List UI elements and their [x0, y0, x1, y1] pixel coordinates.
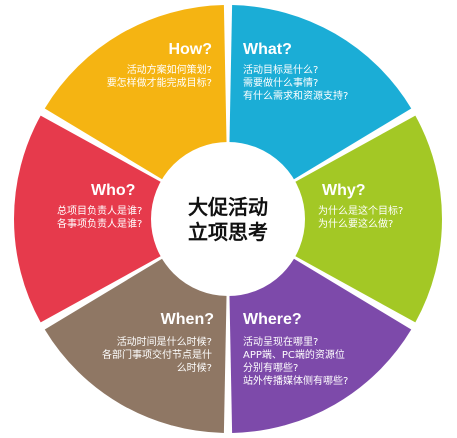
when-line-3: 么时候? [177, 361, 212, 374]
why-title: Why? [322, 182, 366, 199]
center-circle [151, 142, 305, 296]
who-line-1: 总项目负责人是谁? [57, 204, 142, 217]
why-line-2: 为什么要这么做? [318, 217, 393, 230]
how-line-1: 活动方案如何策划? [127, 63, 212, 76]
why-line-1: 为什么是这个目标? [318, 204, 403, 217]
who-title: Who? [91, 182, 135, 199]
how-title: How? [168, 41, 212, 58]
where-title: Where? [243, 311, 302, 328]
where-line-4: 站外传播媒体侧有哪些? [243, 374, 348, 387]
where-line-3: 分别有哪些? [243, 361, 298, 374]
what-line-2: 需要做什么事情? [243, 76, 318, 89]
who-line-2: 各事项负责人是谁? [57, 217, 142, 230]
segment-why [228, 115, 442, 323]
center-title-line2: 立项思考 [188, 220, 268, 244]
when-line-1: 活动时间是什么时候? [117, 335, 212, 348]
when-title: When? [161, 311, 214, 328]
what-line-3: 有什么需求和资源支持? [243, 89, 348, 102]
how-line-2: 要怎样做才能完成目标? [107, 76, 212, 89]
where-line-2: APP端、PC端的资源位 [243, 348, 345, 361]
center-title-line1: 大促活动 [188, 195, 268, 219]
segment-who [14, 115, 228, 323]
what-line-1: 活动目标是什么? [243, 64, 318, 76]
when-line-2: 各部门事项交付节点是什 [102, 348, 212, 361]
what-title: What? [243, 41, 292, 58]
where-line-1: 活动呈现在哪里? [243, 336, 318, 348]
